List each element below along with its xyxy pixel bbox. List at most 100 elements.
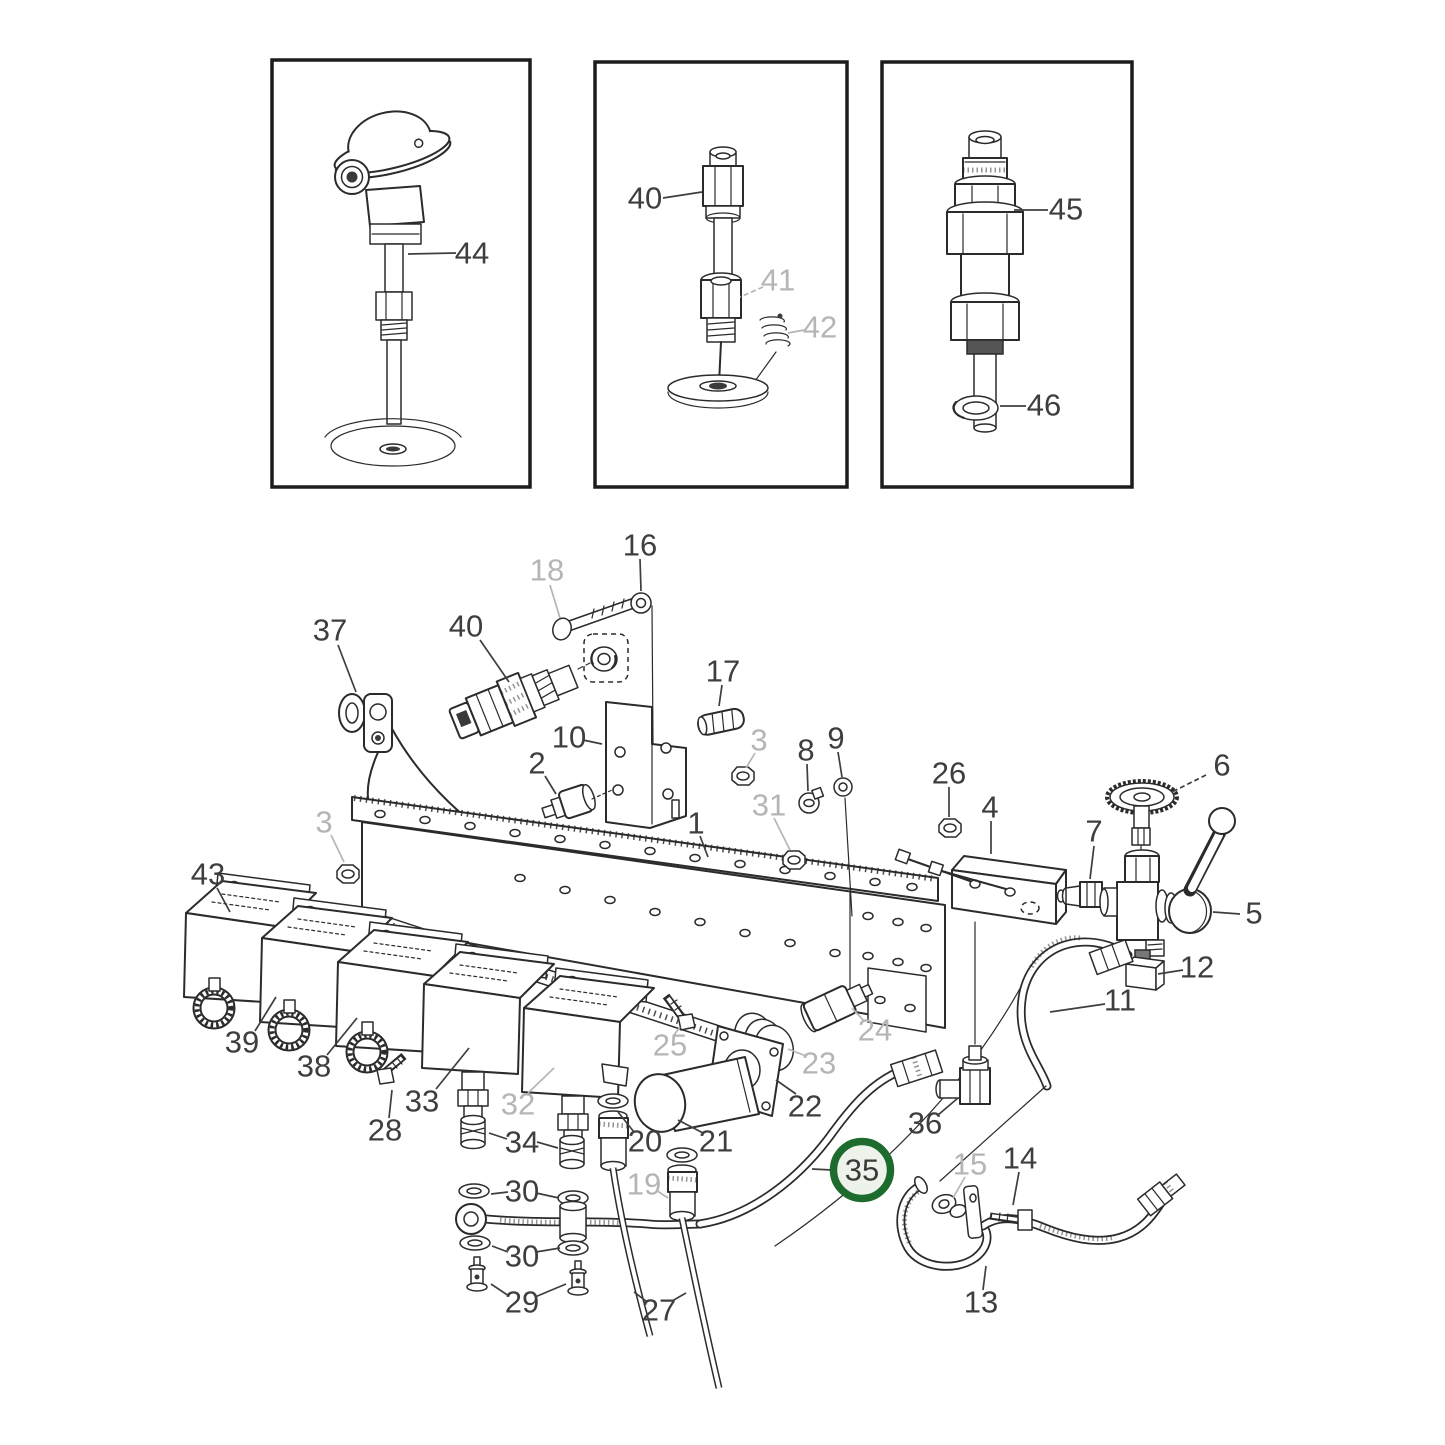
leader-line [490,1191,509,1195]
leader-line [491,1245,509,1253]
callout-3: 3 [315,805,332,840]
manifold-rail [351,795,946,1049]
leader-line [1089,845,1095,880]
leader-line [655,1189,669,1199]
callout-13: 13 [964,1285,998,1320]
hose-35 [695,1049,944,1229]
hoses-27 [609,1167,723,1389]
leader-line [773,817,791,851]
callout-34: 34 [505,1125,539,1160]
motor-21 [633,1056,760,1133]
callout-23: 23 [802,1046,836,1081]
callout-30: 30 [505,1174,539,1209]
leader-line [488,1132,508,1140]
callout-25: 25 [653,1028,687,1063]
pin-17 [697,707,745,736]
callout-31: 31 [752,788,786,823]
highlighted-part-ring[interactable] [829,1137,895,1203]
callout-22: 22 [788,1089,822,1124]
leader-line [388,1089,393,1119]
bolt-14 [989,1209,1033,1231]
leader-line [407,252,457,255]
leader-line [479,639,510,683]
leader-line [673,1026,681,1036]
callout-41: 41 [761,263,795,298]
bolt-28 [376,1052,407,1085]
thermocouple-44 [324,110,462,467]
callout-2: 2 [528,746,545,781]
leader-line [775,1079,797,1095]
leader-line [851,1007,865,1022]
callout-3: 3 [750,723,767,758]
sender-2 [541,783,613,820]
hose-end-fitting [1136,1173,1186,1217]
callout-14: 14 [1003,1141,1037,1176]
sensor-40-main [448,664,579,740]
leader-line [1157,969,1184,975]
leader-line [535,1247,561,1253]
leader-line [937,1097,959,1116]
fitting-34-right [559,1134,585,1170]
cube-12 [1125,949,1165,991]
bolt-18 [552,597,638,641]
solenoid-24 [800,983,874,1033]
leader-line [787,329,805,334]
leader-line [718,684,723,707]
ghost-boss [577,633,629,683]
callout-4: 4 [981,790,998,825]
fitting-column-19 [666,1147,698,1222]
leader-line [490,1283,510,1297]
callout-30: 30 [505,1239,539,1274]
callout-44: 44 [455,236,489,271]
clevis-37 [338,693,393,753]
callout-6: 6 [1213,748,1230,783]
callout-1: 1 [687,806,704,841]
leader-line [544,775,557,795]
callout-19: 19 [627,1167,661,1202]
leader-line [617,1111,635,1133]
callout-43: 43 [191,857,225,892]
junction-block-4 [894,848,1067,925]
callout-15: 15 [953,1147,987,1182]
leader-line [633,1291,647,1302]
valve-assembly [1099,779,1236,991]
leader-line [745,752,756,769]
leader-line [982,1265,987,1291]
callout-39: 39 [225,1025,259,1060]
leader-line [326,1017,358,1056]
leader-line [549,584,561,619]
clamp-15 [931,1185,984,1239]
callout-40: 40 [449,609,483,644]
callout-40: 40 [628,181,662,216]
ghost-arc [774,969,1031,1247]
callout-17: 17 [706,654,740,689]
fitting-7 [1061,881,1111,908]
main-assembly [183,592,1236,1389]
valve-stem-33 [457,1071,489,1119]
banjo-hose [455,1200,705,1244]
fitting-40-41-42 [667,146,791,409]
bolt-29-right [567,1260,589,1296]
inset-box-thermocouple [270,58,532,489]
plug-26 [938,818,962,838]
callout-26: 26 [932,756,966,791]
callout-35[interactable]: 35 [845,1153,879,1188]
leader-line [216,887,231,913]
leader-line [1049,1003,1106,1013]
leader-line [677,1119,704,1134]
callout-20: 20 [628,1124,662,1159]
callout-28: 28 [368,1113,402,1148]
leader-line [254,996,277,1032]
hose-11 [939,935,1134,1182]
plug-8 [798,786,825,814]
sensor-45-46 [946,130,1024,433]
callout-37: 37 [313,613,347,648]
callout-7: 7 [1085,814,1102,849]
leader-line [527,1067,555,1094]
callout-32: 32 [501,1087,535,1122]
callout-9: 9 [827,721,844,756]
leader-line [536,1141,559,1149]
callout-16: 16 [623,528,657,563]
leader-line [535,1192,560,1199]
